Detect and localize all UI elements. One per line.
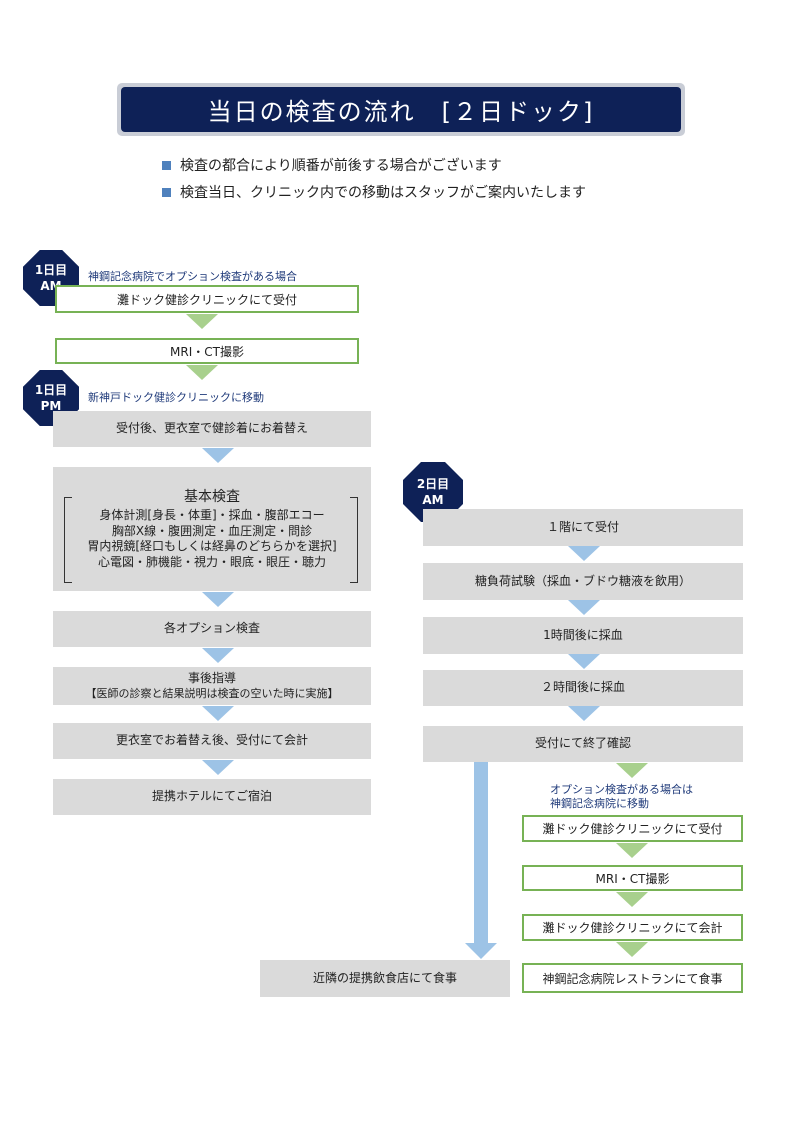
arrow-down-icon (186, 314, 218, 329)
option-caption: オプション検査がある場合は 神鋼記念病院に移動 (550, 783, 693, 811)
option-step-restaurant: 神鋼記念病院レストランにて食事 (522, 963, 743, 993)
option-caption-line: 神鋼記念病院に移動 (550, 797, 649, 810)
day1-am-step-reception: 灘ドック健診クリニックにて受付 (55, 285, 359, 313)
basic-exam-title: 基本検査 (184, 488, 240, 505)
day1-am-caption: 神鋼記念病院でオプション検査がある場合 (88, 270, 297, 283)
day2-step-meal: 近隣の提携飲食店にて食事 (260, 960, 510, 997)
arrow-down-icon (616, 942, 648, 957)
note-text: 検査当日、クリニック内での移動はスタッフがご案内いたします (180, 185, 586, 201)
basic-exam-line: 胸部X線・腹囲測定・血圧測定・問診 (111, 523, 313, 538)
arrow-down-icon (202, 706, 234, 721)
arrow-down-icon (202, 448, 234, 463)
bracket-right (350, 497, 358, 583)
note-1: 検査の都合により順番が前後する場合がございます (162, 155, 502, 175)
arrow-down-icon (568, 654, 600, 669)
page-title: 当日の検査の流れ [２日ドック] (121, 87, 681, 132)
badge-day: 1日目 (34, 262, 68, 277)
arrow-shaft (474, 762, 488, 944)
day1-pm-step-checkout: 更衣室でお着替え後、受付にて会計 (53, 723, 371, 759)
day1-pm-step-options: 各オプション検査 (53, 611, 371, 647)
option-step-mri: MRI・CT撮影 (522, 865, 743, 891)
day2-step-confirm: 受付にて終了確認 (423, 726, 743, 762)
square-bullet-icon (162, 187, 171, 197)
bracket-left (64, 497, 72, 583)
badge-day: 2日目 (416, 476, 450, 491)
badge-period: AM (422, 493, 444, 507)
arrow-down-icon (616, 892, 648, 907)
option-step-reception: 灘ドック健診クリニックにて受付 (522, 815, 743, 842)
day2-step-reception: １階にて受付 (423, 509, 743, 546)
badge-period: PM (40, 399, 62, 413)
day1-pm-step-change: 受付後、更衣室で健診着にお着替え (53, 411, 371, 447)
day1-pm-step-hotel: 提携ホテルにてご宿泊 (53, 779, 371, 815)
day2-step-2h-blood: ２時間後に採血 (423, 670, 743, 706)
basic-exam-line: 胃内視鏡[経口もしくは経鼻のどちらかを選択] (87, 539, 337, 554)
day1-pm-caption: 新神戸ドック健診クリニックに移動 (88, 391, 264, 404)
arrow-down-icon (465, 943, 497, 959)
badge-day: 1日目 (34, 382, 68, 397)
square-bullet-icon (162, 160, 171, 170)
arrow-down-icon (616, 763, 648, 778)
guidance-note: 【医師の診察と結果説明は検査の空いた時に実施】 (85, 686, 339, 700)
option-step-checkout: 灘ドック健診クリニックにて会計 (522, 914, 743, 941)
arrow-down-icon (568, 600, 600, 615)
arrow-down-icon (202, 648, 234, 663)
day2-step-1h-blood: 1時間後に採血 (423, 617, 743, 654)
basic-exam-box: 基本検査 身体計測[身長・体重]・採血・腹部エコー 胸部X線・腹囲測定・血圧測定… (53, 467, 371, 591)
arrow-down-icon (568, 706, 600, 721)
arrow-down-icon (616, 843, 648, 858)
note-2: 検査当日、クリニック内での移動はスタッフがご案内いたします (162, 182, 586, 202)
day2-step-glucose: 糖負荷試験（採血・ブドウ糖液を飲用） (423, 563, 743, 600)
day1-am-step-mri: MRI・CT撮影 (55, 338, 359, 364)
basic-exam-line: 心電図・肺機能・視力・眼底・眼圧・聴力 (97, 554, 326, 569)
basic-exam-line: 身体計測[身長・体重]・採血・腹部エコー (99, 507, 325, 522)
arrow-down-icon (202, 592, 234, 607)
option-caption-line: オプション検査がある場合は (550, 783, 693, 796)
day1-pm-step-guidance: 事後指導 【医師の診察と結果説明は検査の空いた時に実施】 (53, 667, 371, 705)
note-text: 検査の都合により順番が前後する場合がございます (180, 158, 502, 174)
arrow-down-icon (186, 365, 218, 380)
arrow-down-icon (568, 546, 600, 561)
guidance-title: 事後指導 (187, 671, 236, 686)
arrow-down-icon (202, 760, 234, 775)
